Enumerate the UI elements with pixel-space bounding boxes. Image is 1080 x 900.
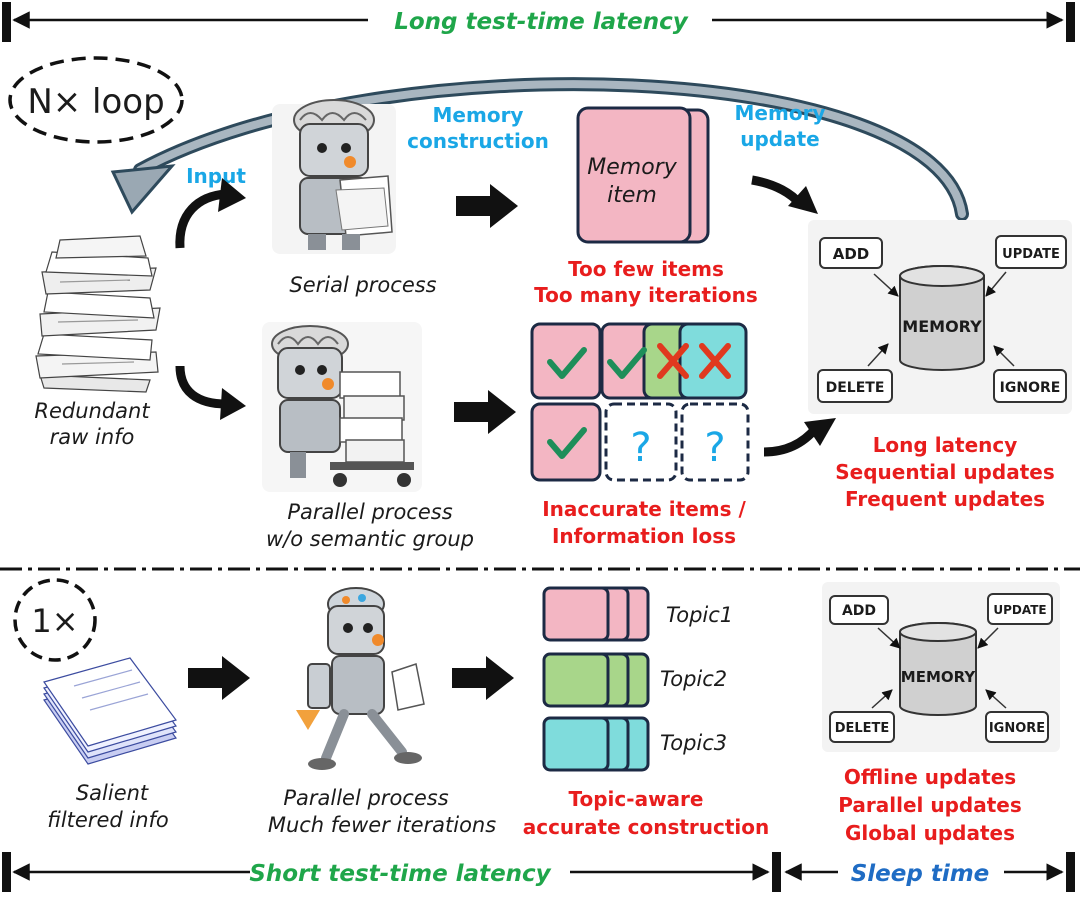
bottom-memory-add-label: ADD [842, 603, 876, 619]
arrow-icon [454, 184, 518, 434]
svg-text:?: ? [630, 425, 651, 471]
paper-stack-icon [43, 657, 177, 765]
raw-info-label-2: raw info [50, 425, 135, 449]
check-icon [547, 347, 647, 459]
salient-info-label-1: Salient [76, 781, 149, 805]
single-pass-badge: 1× [13, 578, 97, 662]
topic-label-1: Topic1 [666, 603, 733, 627]
paper-stack-icon [35, 235, 161, 393]
robot-icon [296, 587, 425, 770]
serial-issue-2: Too many iterations [534, 283, 758, 307]
bottom-process-label-1: Parallel process [283, 786, 448, 810]
update-result-2: Parallel updates [838, 793, 1021, 817]
topic-label-3: Topic3 [660, 731, 727, 755]
short-latency-label: Short test-time latency [249, 861, 551, 887]
feedback-loop-arrow [110, 77, 969, 221]
raw-info-label-1: Redundant [34, 399, 150, 423]
parallel-process-label-1: Parallel process [287, 500, 452, 524]
short-latency-bar [2, 852, 1075, 892]
topic-stack-2 [542, 652, 650, 708]
sleep-time-label: Sleep time [851, 861, 990, 887]
arrow-icon [175, 178, 246, 420]
salient-info-label-2: filtered info [47, 808, 169, 832]
topic-stack-3 [542, 716, 650, 772]
memory-construction-label-2: construction [407, 129, 549, 153]
memory-panel-bottom [822, 582, 1060, 752]
arrow-icon [188, 656, 514, 700]
bottom-memory-center-label: MEMORY [901, 668, 977, 686]
bottom-process-label-2: Much fewer iterations [268, 813, 496, 837]
update-issue-2: Sequential updates [835, 460, 1054, 484]
robot-icon [272, 99, 396, 254]
memory-construction-label-1: Memory [433, 103, 524, 127]
parallel-issue-1: Inaccurate items / [542, 497, 746, 521]
memory-ignore-label: IGNORE [1000, 380, 1061, 396]
robot-icon [262, 322, 422, 492]
memory-update-label-2: update [740, 127, 820, 151]
single-pass-label: 1× [31, 602, 78, 640]
long-latency-bar: Long test-time latency [2, 2, 1075, 42]
update-issue-1: Long latency [873, 433, 1018, 457]
svg-text:?: ? [704, 425, 725, 471]
bottom-memory-update-label: UPDATE [993, 603, 1046, 617]
topic-result-2: accurate construction [523, 815, 770, 839]
memory-center-label: MEMORY [902, 317, 982, 336]
memory-item-card [576, 106, 710, 244]
memory-update-op-label: UPDATE [1002, 247, 1060, 262]
update-issue-3: Frequent updates [845, 487, 1045, 511]
topic-result-1: Topic-aware [569, 787, 704, 811]
cross-icon [657, 343, 731, 379]
bottom-memory-ignore-label: IGNORE [989, 721, 1045, 736]
input-label: Input [186, 164, 246, 188]
memory-delete-label: DELETE [826, 380, 885, 396]
memory-panel-top [808, 220, 1072, 414]
long-latency-label: Long test-time latency [394, 9, 689, 35]
update-result-3: Global updates [845, 821, 1015, 845]
topic-stack-1 [542, 586, 650, 642]
serial-issue-1: Too few items [568, 257, 724, 281]
bottom-memory-delete-label: DELETE [835, 721, 890, 736]
loop-badge: N× loop [8, 56, 184, 144]
memory-add-label: ADD [833, 245, 870, 263]
arrow-icon [751, 175, 836, 457]
parallel-issue-2: Information loss [552, 524, 736, 548]
memory-item-label-1: Memory [587, 155, 677, 180]
update-result-1: Offline updates [844, 765, 1016, 789]
parallel-process-label-2: w/o semantic group [266, 527, 474, 551]
item-grid [530, 322, 750, 482]
memory-item-label-2: item [607, 183, 657, 208]
memory-update-label-1: Memory [735, 101, 826, 125]
question-mark-icon: ? ? [630, 425, 725, 471]
topic-label-2: Topic2 [660, 667, 727, 691]
serial-process-label: Serial process [289, 273, 436, 297]
loop-label: N× loop [27, 82, 164, 122]
